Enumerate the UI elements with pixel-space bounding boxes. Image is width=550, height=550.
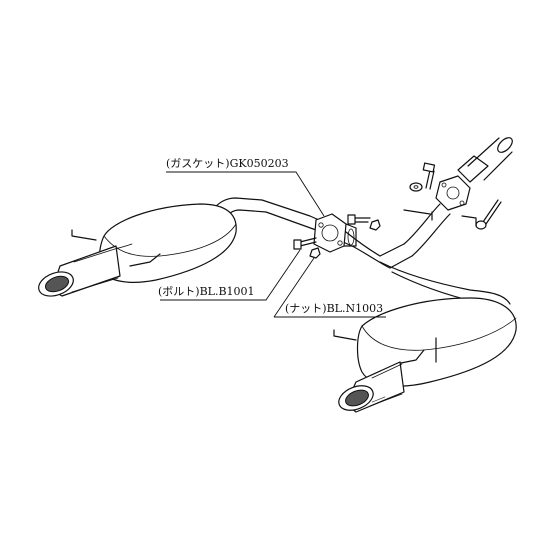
- front-pipe: [457, 137, 513, 183]
- gasket-leader-line: [166, 171, 325, 217]
- hanger-rod-right: [461, 215, 477, 227]
- nut-part-label: (ナット)BL.N1003: [285, 302, 384, 315]
- bolt-part-label: (ボルト)BL.B1001: [158, 285, 255, 298]
- joint-bolt-lower: [293, 237, 317, 250]
- joint-nut: [369, 219, 381, 231]
- right-muffler-hanger: [333, 329, 437, 365]
- left-branch-pipe: [213, 197, 391, 269]
- gasket-joint: [313, 213, 357, 253]
- mid-pipe: [379, 203, 451, 269]
- bolt-leader-line: [160, 249, 301, 301]
- front-flange: [435, 175, 471, 211]
- flange-washer: [409, 182, 423, 192]
- gasket-part-label: (ガスケット)GK050203: [166, 157, 289, 170]
- left-muffler-hanger: [71, 229, 161, 267]
- right-tail-tip: ⸻: [338, 361, 405, 413]
- nut-leader-line: [273, 257, 386, 318]
- flange-bolt-upper: [422, 162, 436, 190]
- flange-bolt-right: [475, 199, 502, 230]
- joint-bolt-upper: [347, 214, 371, 225]
- joint-nut-lower: [309, 247, 321, 259]
- left-tail-tip: [38, 245, 121, 297]
